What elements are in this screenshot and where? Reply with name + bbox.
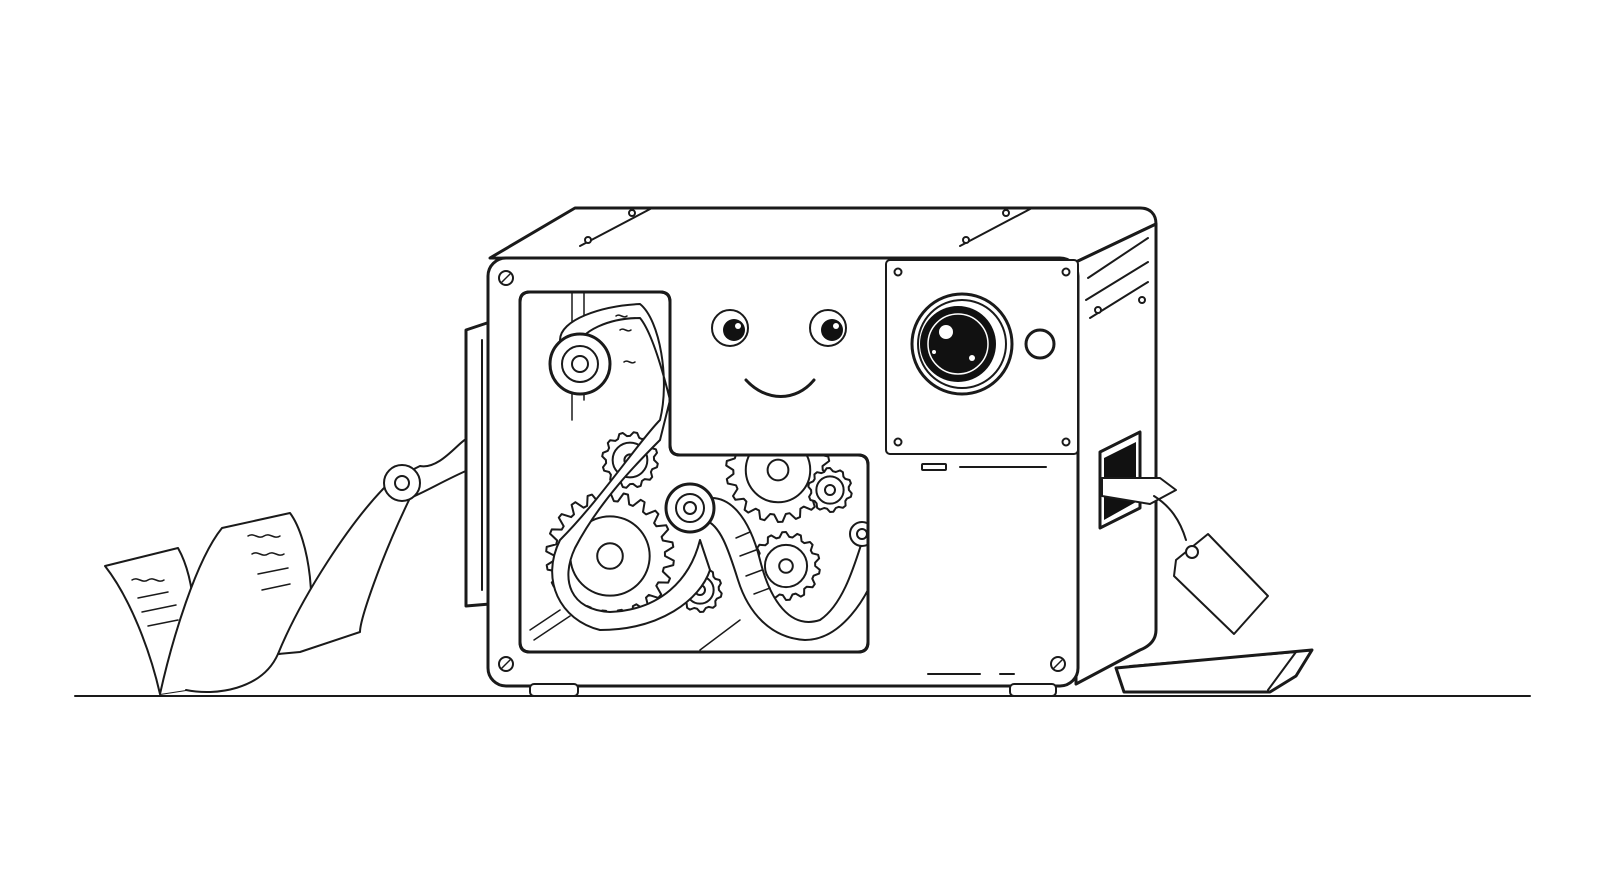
gear-icon bbox=[807, 467, 853, 513]
tray-icon bbox=[1114, 648, 1314, 694]
tag-icon bbox=[1101, 477, 1269, 635]
camera-panel bbox=[885, 259, 1079, 455]
paper-ribbon-icon bbox=[104, 437, 469, 695]
smiley-face-icon bbox=[711, 309, 847, 398]
gears-icon bbox=[529, 292, 868, 651]
camera-lens-icon bbox=[910, 292, 1014, 396]
gear-window bbox=[518, 290, 870, 654]
knob-icon bbox=[1024, 328, 1056, 360]
